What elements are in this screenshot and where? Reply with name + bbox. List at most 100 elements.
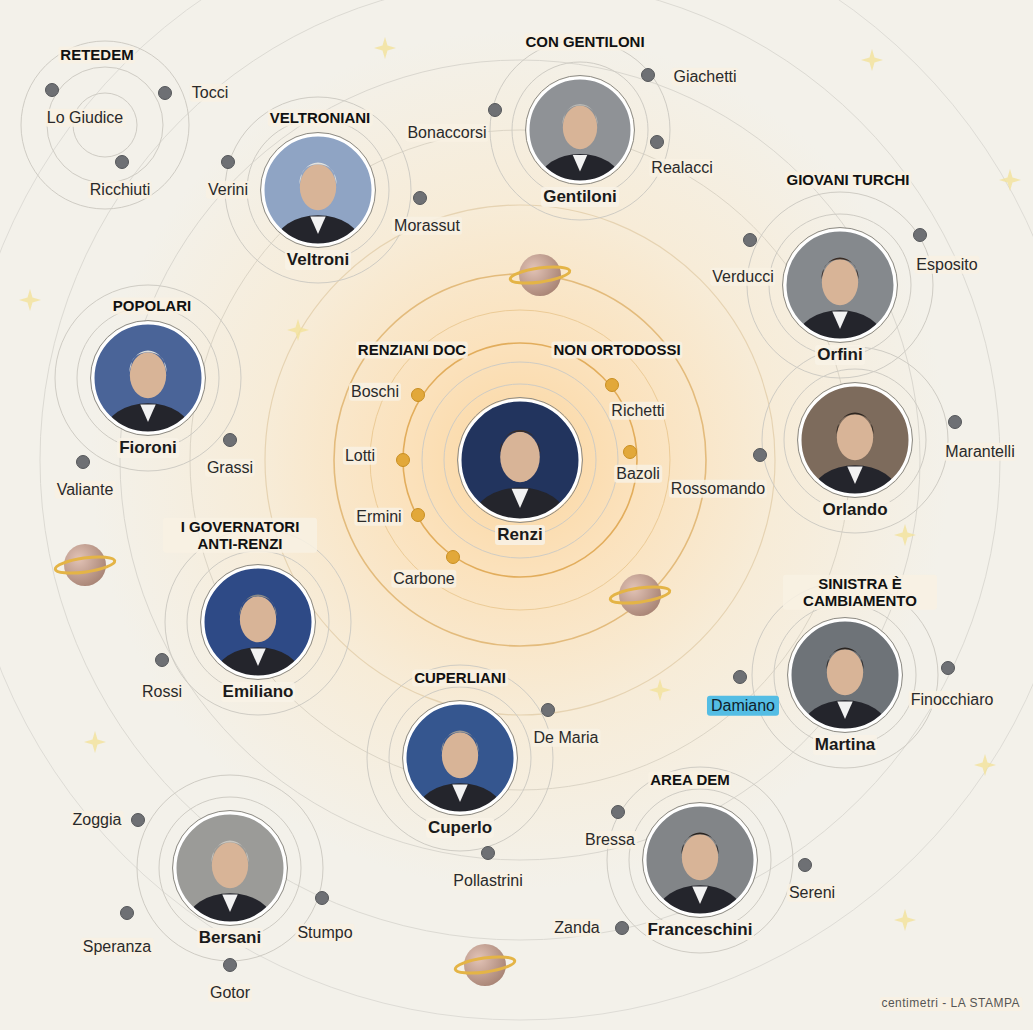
leader-name: Fioroni [117, 438, 179, 458]
hair [441, 731, 478, 753]
group-heading: RETEDEM [58, 46, 135, 63]
portrait-border [93, 323, 203, 433]
portrait-figure [199, 563, 317, 681]
hair [681, 833, 718, 855]
member-dot [414, 192, 427, 205]
face [563, 106, 597, 150]
star [894, 524, 916, 546]
portrait-outline [526, 76, 635, 185]
member-dot [412, 389, 425, 402]
group-orbit [367, 665, 553, 851]
member-dot [77, 456, 90, 469]
leader-portrait: Fioroni [89, 319, 207, 458]
portrait-circle [781, 226, 899, 344]
portrait-figure [401, 699, 519, 817]
orbit-ring [334, 274, 706, 646]
star [374, 37, 396, 59]
face [212, 842, 248, 888]
portrait-circle [199, 563, 317, 681]
face [300, 164, 336, 210]
group-orbit [225, 97, 411, 283]
member-dot [914, 229, 927, 242]
member-dot [116, 156, 129, 169]
member-name: Richetti [609, 402, 666, 420]
leader-portrait: Franceschini [641, 801, 759, 940]
member-name: Speranza [81, 938, 154, 956]
portrait-ground [786, 616, 904, 734]
shirt [847, 466, 862, 484]
member-name: Zanda [552, 919, 601, 937]
portrait-ground [259, 131, 377, 249]
member-name: Esposito [914, 256, 979, 274]
orbit-ring [403, 343, 637, 577]
planet [609, 574, 670, 616]
star [649, 679, 671, 701]
leader-portrait: Orlando [796, 381, 914, 520]
portrait-circle [796, 381, 914, 499]
leader-portrait: Martina [786, 616, 904, 755]
portrait-outline [201, 565, 316, 680]
member-name: Sereni [787, 884, 837, 902]
hair [836, 413, 873, 435]
portrait-circle [641, 801, 759, 919]
planet [454, 944, 515, 986]
portrait-figure [524, 74, 636, 186]
portrait-outline [403, 701, 518, 816]
portrait-ground [456, 396, 584, 524]
portrait-outline [458, 398, 583, 523]
leader-portrait: Cuperlo [401, 699, 519, 838]
portrait-circle [456, 396, 584, 524]
member-name: Valiante [55, 481, 116, 499]
shirt [140, 404, 155, 422]
group-orbit [490, 40, 670, 220]
leader-name: Bersani [197, 928, 263, 948]
member-name: Ermini [354, 508, 403, 526]
member-name: Bonaccorsi [405, 124, 488, 142]
group-heading: RENZIANI DOC [356, 341, 468, 358]
leader-name: Martina [813, 735, 877, 755]
shirt [573, 155, 588, 172]
shirt [250, 648, 265, 666]
leader-name: Franceschini [646, 920, 755, 940]
hair [500, 430, 541, 454]
face [130, 352, 166, 398]
portrait-border [263, 135, 373, 245]
orbit-ring [40, 0, 1000, 940]
portrait-outline [261, 133, 376, 248]
member-name: Verini [206, 181, 250, 199]
member-name: Damiano [707, 696, 779, 716]
member-dot [489, 104, 502, 117]
shirt [832, 311, 847, 329]
portrait-ground [796, 381, 914, 499]
portrait-ground [781, 226, 899, 344]
star [861, 49, 883, 71]
group-orbit [607, 767, 793, 953]
leader-portrait: Bersani [171, 809, 289, 948]
portrait-figure [781, 226, 899, 344]
portrait-border [645, 805, 755, 915]
member-dot [316, 892, 329, 905]
member-dot [224, 434, 237, 447]
group-heading: GIOVANI TURCHI [784, 171, 911, 188]
member-dot [651, 136, 664, 149]
group-heading: VELTRONIANI [268, 109, 373, 126]
face [822, 259, 858, 305]
portrait-figure [796, 381, 914, 499]
member-dot [754, 449, 767, 462]
portrait-outline [783, 228, 898, 343]
portrait-figure [641, 801, 759, 919]
portrait-border [800, 385, 910, 495]
leader-name: Orlando [820, 500, 889, 520]
portrait-border [405, 703, 515, 813]
planet [509, 254, 570, 296]
planet-body [519, 254, 561, 296]
portrait-circle [259, 131, 377, 249]
member-dot [224, 959, 237, 972]
star [19, 289, 41, 311]
group-heading: POPOLARI [111, 297, 193, 314]
group-orbit [55, 285, 241, 471]
hair [821, 258, 858, 280]
portrait-outline [798, 383, 913, 498]
member-name: Bressa [583, 831, 637, 849]
